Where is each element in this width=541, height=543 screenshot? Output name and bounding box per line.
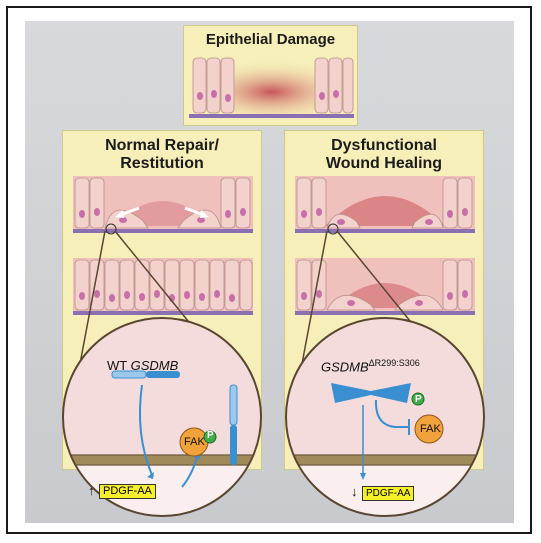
dysfunction-epithelium-stage-1 — [295, 176, 475, 235]
repair-epithelium-stage-2 — [73, 258, 253, 315]
down-arrow: ↓ — [351, 484, 358, 499]
pdgf-box: PDGF-AA — [99, 484, 156, 499]
zoom-circle-right — [285, 317, 485, 517]
gene-name: GSDMB — [321, 359, 369, 375]
fak-label: FAK — [420, 423, 441, 435]
repair-epithelium-stage-1 — [73, 176, 253, 235]
panel-epithelial-damage: Epithelial Damage — [183, 25, 358, 126]
phospho-label: P — [207, 430, 214, 441]
gene-prefix: WT — [107, 358, 131, 373]
damaged-epithelium — [189, 56, 354, 118]
panel-title: Epithelial Damage — [205, 31, 336, 48]
up-arrow: ↑ — [88, 483, 95, 498]
panel-title: Normal Repair/ Restitution — [105, 137, 219, 172]
panel-title: Dysfunctional Wound Healing — [325, 137, 443, 172]
gene-label: WT GSDMB — [107, 358, 178, 373]
phospho-label: P — [415, 394, 422, 405]
gene-name: GSDMB — [130, 358, 179, 373]
pdgf-box: PDGF-AA — [362, 486, 415, 501]
fak-label: FAK — [184, 436, 205, 448]
zoom-circle-left — [62, 317, 262, 517]
panel-dysfunctional-healing: Dysfunctional Wound Healing — [284, 130, 484, 470]
mutation-label: ΔR299:S306 — [368, 358, 420, 368]
dysfunction-epithelium-stage-2 — [295, 258, 475, 315]
mutant-gene-label: GSDMBΔR299:S306 — [321, 358, 420, 374]
